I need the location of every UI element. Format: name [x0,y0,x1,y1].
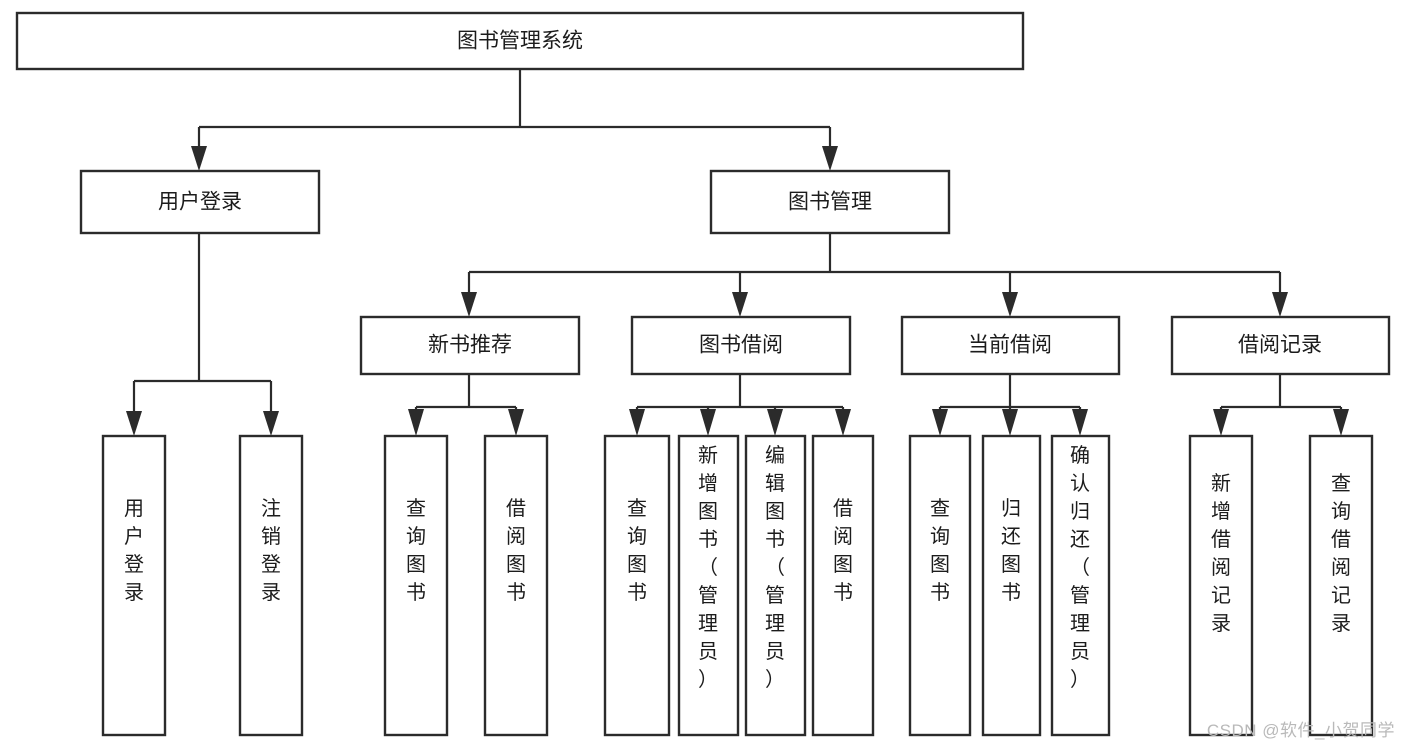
arrowhead-leaf-return-book [1002,409,1018,436]
node-leaf-query-book-3-box[interactable] [908,434,972,737]
node-leaf-edit-book-box[interactable] [744,434,807,737]
node-leaf-edit-book[interactable]: 编辑图书（管理员） [744,434,807,737]
node-user-login[interactable]: 用户登录 [79,169,321,235]
arrowhead-leaf-borrow-book-1 [508,409,524,436]
node-leaf-query-book-3-label: 查询图书 [930,497,950,604]
node-new-book-recommend-box[interactable] [359,315,581,376]
csdn-watermark: CSDN @软件_小贺同学 [1206,721,1395,740]
node-leaf-logout-login-box[interactable] [238,434,304,737]
arrowhead-leaf-add-record [1213,409,1229,436]
edge-new-book-recommend-to-leaves [414,374,518,414]
node-book-borrow[interactable]: 图书借阅 [630,315,852,376]
node-leaf-add-book-label: 新增图书（管理员） [698,444,718,691]
node-leaf-borrow-book-1-box[interactable] [483,434,549,737]
node-user-login-label: 用户登录 [158,191,242,214]
arrowhead-new-book-recommend [461,292,477,317]
node-leaf-add-record[interactable]: 新增借阅记录 [1188,434,1254,737]
node-leaf-query-book-2-label: 查询图书 [627,497,647,604]
node-leaf-query-book-2[interactable]: 查询图书 [603,434,671,737]
arrowhead-leaf-logout-login [263,411,279,436]
node-root-box[interactable] [15,11,1025,71]
arrowhead-user-login [191,146,207,171]
arrowhead-book-borrow [732,292,748,317]
node-leaf-query-record-box[interactable] [1308,434,1374,737]
edge-user-login-to-leaves [132,233,273,416]
arrowhead-leaf-user-login [126,411,142,436]
arrowhead-leaf-query-book-1 [408,409,424,436]
node-leaf-borrow-book-1-label: 借阅图书 [506,497,526,604]
node-leaf-user-login-box[interactable] [101,434,167,737]
node-leaf-borrow-book-2-label: 借阅图书 [833,497,853,604]
node-leaf-query-record-label: 查询借阅记录 [1331,472,1351,635]
node-leaf-logout-login[interactable]: 注销登录 [238,434,304,737]
node-leaf-return-book-box[interactable] [981,434,1042,737]
arrowhead-book-manage [822,146,838,171]
node-current-borrow-box[interactable] [900,315,1121,376]
node-leaf-return-book-label: 归还图书 [1001,497,1021,604]
arrowhead-current-borrow [1002,292,1018,317]
connector-layer [126,69,1349,436]
node-leaf-borrow-book-2-box[interactable] [811,434,875,737]
node-root[interactable]: 图书管理系统 [15,11,1025,71]
node-leaf-user-login-label: 用户登录 [124,498,144,604]
node-leaf-query-book-1-label: 查询图书 [406,497,426,604]
node-book-borrow-box[interactable] [630,315,852,376]
node-borrow-record[interactable]: 借阅记录 [1170,315,1391,376]
arrowhead-leaf-add-book [700,409,716,436]
arrowhead-leaf-query-record [1333,409,1349,436]
node-new-book-recommend[interactable]: 新书推荐 [359,315,581,376]
node-leaf-confirm-return-label: 确认归还（管理员） [1070,444,1090,691]
node-book-manage-label: 图书管理 [788,191,872,214]
edge-current-borrow-to-leaves [938,374,1082,414]
node-leaf-query-book-3[interactable]: 查询图书 [908,434,972,737]
node-leaf-query-book-1[interactable]: 查询图书 [383,434,449,737]
edge-book-manage-to-level3-bus [467,233,1282,297]
arrowhead-leaf-query-book-3 [932,409,948,436]
node-leaf-borrow-book-1[interactable]: 借阅图书 [483,434,549,737]
node-user-login-box[interactable] [79,169,321,235]
node-leaf-logout-login-label: 注销登录 [261,497,281,604]
node-leaf-add-record-label: 新增借阅记录 [1211,472,1231,635]
arrowhead-borrow-record [1272,292,1288,317]
node-leaf-query-book-2-box[interactable] [603,434,671,737]
arrowhead-leaf-edit-book [767,409,783,436]
node-leaf-query-record[interactable]: 查询借阅记录 [1308,434,1374,737]
node-leaf-confirm-return[interactable]: 确认归还（管理员） [1050,434,1111,737]
node-borrow-record-label: 借阅记录 [1238,334,1322,357]
node-root-label: 图书管理系统 [457,30,583,53]
arrowhead-leaf-confirm-return [1072,409,1088,436]
node-current-borrow[interactable]: 当前借阅 [900,315,1121,376]
node-borrow-record-box[interactable] [1170,315,1391,376]
node-leaf-user-login[interactable]: 用户登录 [101,434,167,737]
arrowhead-leaf-query-book-2 [629,409,645,436]
node-book-borrow-label: 图书借阅 [699,334,783,357]
edge-root-to-level2-bus [197,69,832,152]
node-leaf-return-book[interactable]: 归还图书 [981,434,1042,737]
node-leaf-confirm-return-box[interactable] [1050,434,1111,737]
edge-book-borrow-to-leaves [635,374,845,414]
node-leaf-add-book-box[interactable] [677,434,740,737]
node-leaf-add-record-box[interactable] [1188,434,1254,737]
node-leaf-add-book[interactable]: 新增图书（管理员） [677,434,740,737]
node-leaf-edit-book-label: 编辑图书（管理员） [765,444,785,691]
node-current-borrow-label: 当前借阅 [968,334,1052,357]
node-new-book-recommend-label: 新书推荐 [428,334,512,357]
node-book-manage-box[interactable] [709,169,951,235]
node-leaf-borrow-book-2[interactable]: 借阅图书 [811,434,875,737]
arrowhead-leaf-borrow-book-2 [835,409,851,436]
edge-borrow-record-to-leaves [1219,374,1343,414]
node-leaf-query-book-1-box[interactable] [383,434,449,737]
node-book-manage[interactable]: 图书管理 [709,169,951,235]
